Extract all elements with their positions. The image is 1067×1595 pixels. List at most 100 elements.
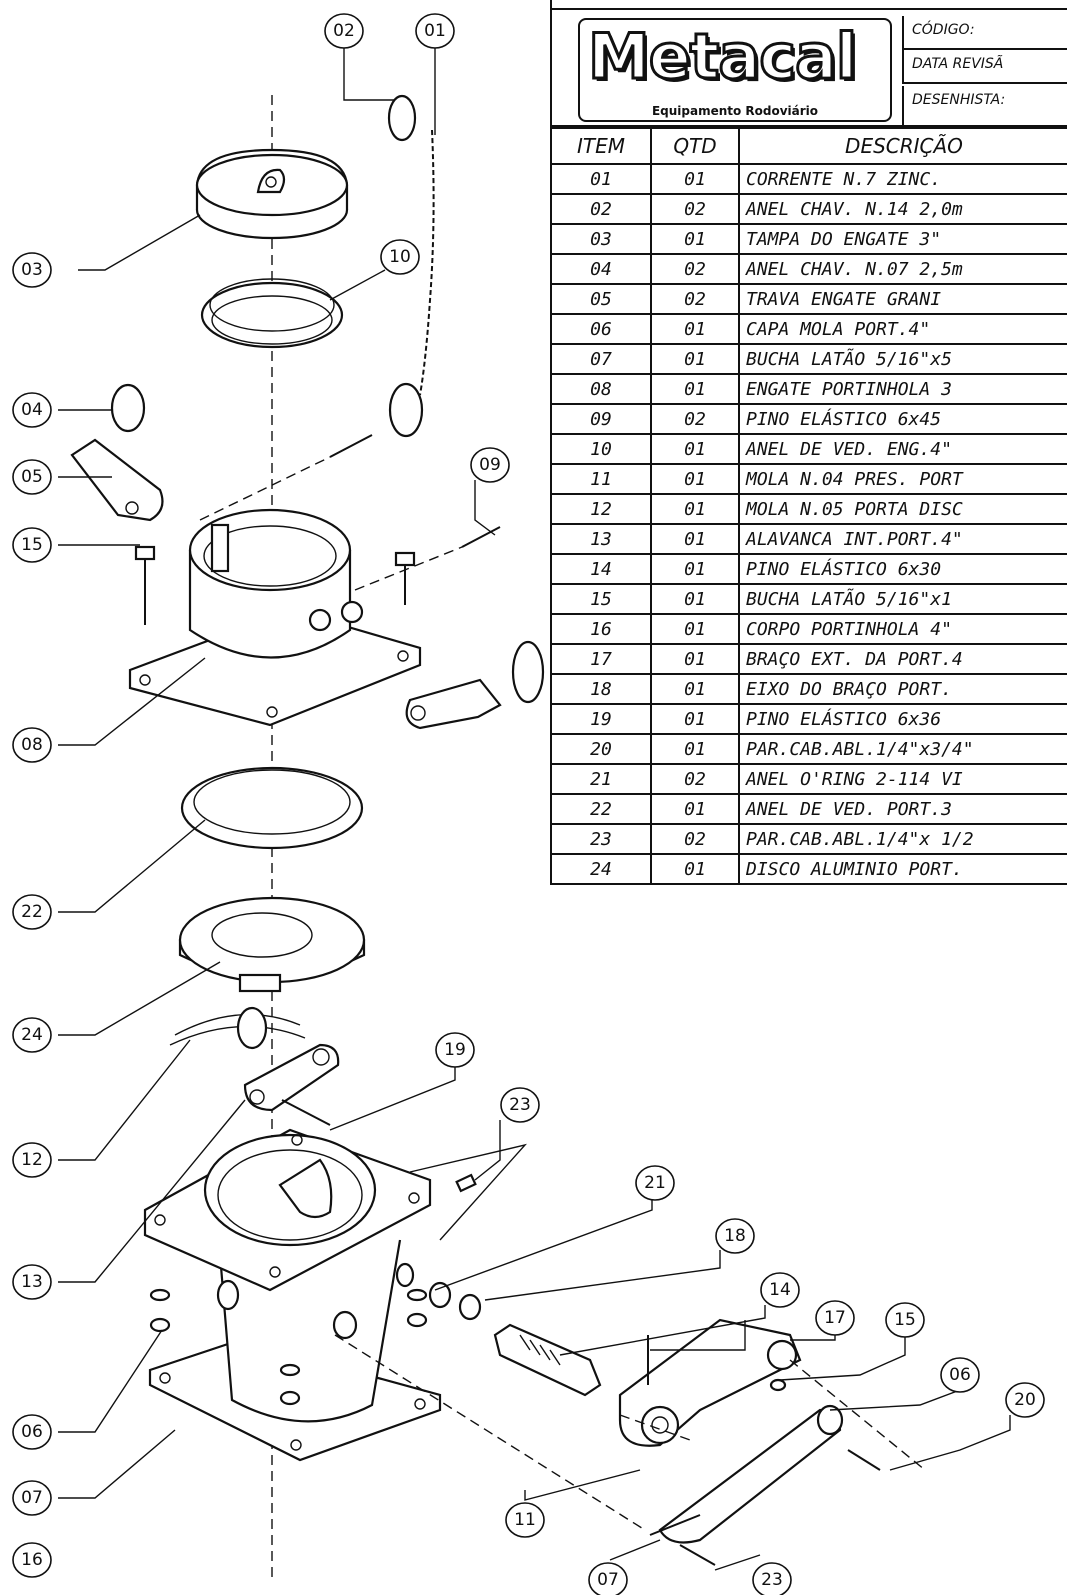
callout-bubble bbox=[940, 1357, 980, 1393]
cell-desc: TRAVA ENGATE GRANI bbox=[738, 283, 1067, 315]
callout-bubble bbox=[12, 1264, 52, 1300]
cell-item: 19 bbox=[550, 703, 652, 735]
callout-06: 06 bbox=[12, 1414, 52, 1450]
callout-01: 01 bbox=[415, 13, 455, 49]
callout-label: 08 bbox=[21, 735, 43, 755]
callout-06: 06 bbox=[940, 1357, 980, 1393]
cell-desc: PAR.CAB.ABL.1/4"x3/4" bbox=[738, 733, 1067, 765]
callout-11: 11 bbox=[505, 1502, 545, 1538]
callout-label: 09 bbox=[479, 455, 501, 475]
callout-bubble bbox=[752, 1562, 792, 1595]
part-pin-upper bbox=[329, 434, 373, 458]
cell-qtd: 02 bbox=[650, 193, 740, 225]
cell-qtd: 01 bbox=[650, 463, 740, 495]
callout-bubble bbox=[588, 1562, 628, 1595]
cell-item: 13 bbox=[550, 523, 652, 555]
logo-wordmark: Metacal bbox=[586, 20, 858, 93]
callout-bubble bbox=[12, 459, 52, 495]
callout-label: 20 bbox=[1014, 1390, 1036, 1410]
callout-label: 21 bbox=[644, 1173, 666, 1193]
cell-desc: PINO ELÁSTICO 6x45 bbox=[738, 403, 1067, 435]
part-ring-and-latch-left bbox=[70, 383, 164, 522]
callout-bubble bbox=[505, 1502, 545, 1538]
cell-desc: CAPA MOLA PORT.4" bbox=[738, 313, 1067, 345]
part-seal-ring-10 bbox=[200, 278, 344, 349]
callout-label: 01 bbox=[424, 21, 446, 41]
cell-item: 17 bbox=[550, 643, 652, 675]
callout-label: 07 bbox=[597, 1570, 619, 1590]
callout-bubble bbox=[715, 1218, 755, 1254]
callout-label: 15 bbox=[21, 535, 43, 555]
field-desenhista: DESENHISTA: bbox=[902, 86, 1067, 126]
cell-desc: PINO ELÁSTICO 6x36 bbox=[738, 703, 1067, 735]
field-codigo: CÓDIGO: bbox=[902, 16, 1067, 50]
callout-02: 02 bbox=[324, 13, 364, 49]
cell-qtd: 01 bbox=[650, 553, 740, 585]
part-screw-20 bbox=[847, 1449, 881, 1471]
cell-item: 16 bbox=[550, 613, 652, 645]
cell-desc: CORPO PORTINHOLA 4" bbox=[738, 613, 1067, 645]
cell-item: 09 bbox=[550, 403, 652, 435]
callout-23: 23 bbox=[500, 1087, 540, 1123]
cell-qtd: 02 bbox=[650, 283, 740, 315]
cell-desc: DISCO ALUMINIO PORT. bbox=[738, 853, 1067, 885]
callout-bubble bbox=[760, 1272, 800, 1308]
logo-subtitle: Equipamento Rodoviário bbox=[651, 104, 819, 118]
cell-item: 07 bbox=[550, 343, 652, 375]
callout-15: 15 bbox=[12, 527, 52, 563]
callout-17: 17 bbox=[815, 1300, 855, 1336]
callout-label: 16 bbox=[21, 1550, 43, 1570]
callout-label: 15 bbox=[894, 1310, 916, 1330]
callout-07: 07 bbox=[588, 1562, 628, 1595]
cell-qtd: 01 bbox=[650, 163, 740, 195]
leader-lines bbox=[58, 47, 1011, 1571]
cell-desc: ANEL DE VED. ENG.4" bbox=[738, 433, 1067, 465]
cell-qtd: 01 bbox=[650, 583, 740, 615]
part-coupling-08 bbox=[128, 508, 422, 727]
part-cap bbox=[195, 148, 349, 240]
callout-bubble bbox=[1005, 1382, 1045, 1418]
callout-label: 13 bbox=[21, 1272, 43, 1292]
part-body-16 bbox=[143, 1128, 442, 1462]
cell-desc: MOLA N.04 PRES. PORT bbox=[738, 463, 1067, 495]
callout-18: 18 bbox=[715, 1218, 755, 1254]
cell-item: 23 bbox=[550, 823, 652, 855]
callout-label: 05 bbox=[21, 467, 43, 487]
cell-desc: ANEL CHAV. N.07 2,5m bbox=[738, 253, 1067, 285]
title-block-rule bbox=[552, 8, 1067, 10]
cell-qtd: 02 bbox=[650, 823, 740, 855]
field-data-revisao: DATA REVISÃ bbox=[902, 50, 1067, 84]
cell-qtd: 02 bbox=[650, 403, 740, 435]
cell-desc: CORRENTE N.7 ZINC. bbox=[738, 163, 1067, 195]
callout-bubble bbox=[12, 1480, 52, 1516]
callout-04: 04 bbox=[12, 392, 52, 428]
callout-21: 21 bbox=[635, 1165, 675, 1201]
part-latch-right bbox=[405, 640, 545, 730]
callout-14: 14 bbox=[760, 1272, 800, 1308]
callout-10: 10 bbox=[380, 239, 420, 275]
cell-item: 11 bbox=[550, 463, 652, 495]
cell-desc: ENGATE PORTINHOLA 3 bbox=[738, 373, 1067, 405]
cell-item: 22 bbox=[550, 793, 652, 825]
cell-qtd: 01 bbox=[650, 523, 740, 555]
cell-desc: PAR.CAB.ABL.1/4"x 1/2 bbox=[738, 823, 1067, 855]
cell-qtd: 01 bbox=[650, 433, 740, 465]
callout-label: 04 bbox=[21, 400, 43, 420]
callout-label: 07 bbox=[21, 1488, 43, 1508]
cell-desc: TAMPA DO ENGATE 3" bbox=[738, 223, 1067, 255]
cell-qtd: 01 bbox=[650, 493, 740, 525]
cell-qtd: 01 bbox=[650, 793, 740, 825]
callout-20: 20 bbox=[1005, 1382, 1045, 1418]
